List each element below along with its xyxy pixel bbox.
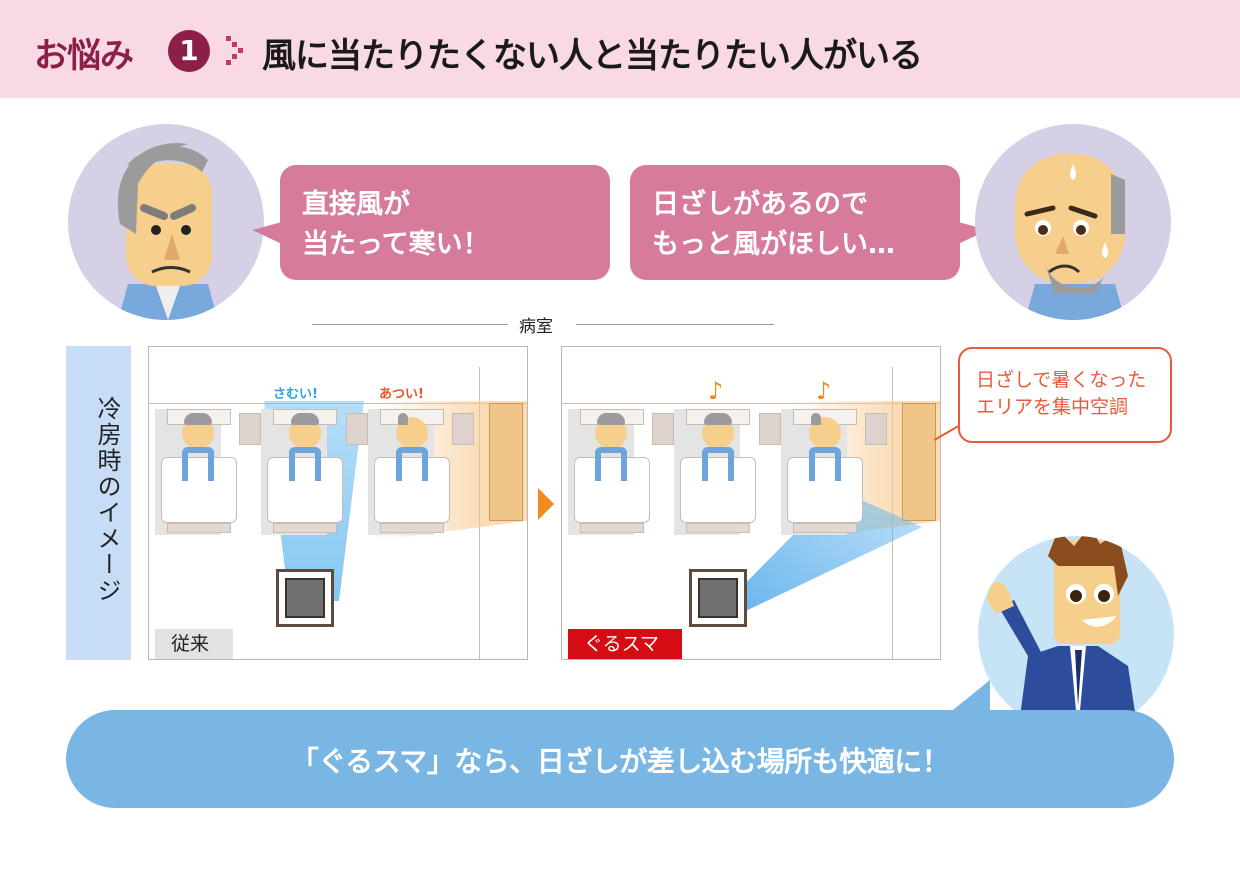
- bubble-tail: [948, 680, 990, 714]
- sleeping-patient: [586, 409, 636, 489]
- bedside-cabinet: [239, 413, 261, 445]
- conclusion-text: 「ぐるスマ」なら、日ざしが差し込む場所も快適に！: [290, 745, 950, 778]
- back-wall: [562, 403, 940, 404]
- ceiling-air-conditioner: [689, 569, 747, 627]
- chevron-right-icon: [226, 36, 243, 65]
- callout-line-text: 日ざしで暑くなった: [976, 369, 1147, 391]
- problem-number-badge: 1: [168, 30, 210, 72]
- angry-patient-avatar: [68, 124, 264, 320]
- speech-line: 日ざしがあるので: [652, 189, 868, 220]
- cold-patient: [280, 409, 330, 489]
- page-title: 風に当たりたくない人と当たりたい人がいる: [262, 36, 923, 76]
- sweating-patient-illustration: [1015, 154, 1125, 320]
- arrow-right-icon: [538, 488, 554, 520]
- speech-line: 当たって寒い！: [302, 229, 490, 260]
- sleeping-patient: [173, 409, 223, 489]
- cold-exclamation: さむい!: [273, 387, 318, 402]
- room-label: 病室: [519, 317, 553, 337]
- divider-line: [312, 324, 508, 325]
- music-note-icon: ♪: [708, 377, 724, 405]
- door: [902, 403, 936, 521]
- cooling-image-label: 冷房時のイメージ: [66, 346, 131, 660]
- speech-bubble-cold: 直接風が 当たって寒い！: [280, 165, 610, 280]
- bedside-cabinet: [865, 413, 887, 445]
- conventional-room-panel: さむい! あつい! 従来: [148, 346, 528, 660]
- sweating-patient-avatar: [975, 124, 1171, 320]
- speech-bubble-hot: 日ざしがあるので もっと風がほしい…: [630, 165, 960, 280]
- bedside-cabinet: [652, 413, 674, 445]
- speech-tail: [252, 222, 282, 244]
- gurusuma-tag: ぐるスマ: [568, 629, 682, 659]
- callout-line-text: エリアを集中空調: [976, 396, 1129, 418]
- happy-patient: [800, 409, 850, 489]
- door: [489, 403, 523, 521]
- focused-cooling-callout: 日ざしで暑くなった エリアを集中空調: [958, 347, 1172, 443]
- conventional-tag: 従来: [155, 629, 233, 659]
- room-label-group: 病室: [312, 312, 774, 337]
- ceiling-air-conditioner: [276, 569, 334, 627]
- side-label-text: 冷房時のイメージ: [93, 396, 121, 604]
- speech-line: もっと風がほしい…: [652, 229, 895, 260]
- header-banner: お悩み 1 風に当たりたくない人と当たりたい人がいる: [0, 0, 1240, 98]
- salesman-illustration: [987, 536, 1138, 732]
- content-patient: [693, 409, 743, 489]
- angry-patient-illustration: [117, 143, 218, 320]
- header-prefix: お悩み: [34, 36, 134, 76]
- speech-line: 直接風が: [302, 189, 410, 220]
- gurusuma-room-panel: ♪ ♪ ぐるスマ: [561, 346, 941, 660]
- music-note-icon: ♪: [816, 377, 832, 405]
- bed: [155, 409, 237, 537]
- bedside-cabinet: [759, 413, 781, 445]
- bedside-cabinet: [346, 413, 368, 445]
- conclusion-bubble: 「ぐるスマ」なら、日ざしが差し込む場所も快適に！: [66, 710, 1174, 808]
- salesman-avatar: [978, 536, 1174, 732]
- divider-line: [576, 324, 774, 325]
- hot-exclamation: あつい!: [379, 387, 424, 402]
- hot-patient: [387, 409, 437, 489]
- bedside-cabinet: [452, 413, 474, 445]
